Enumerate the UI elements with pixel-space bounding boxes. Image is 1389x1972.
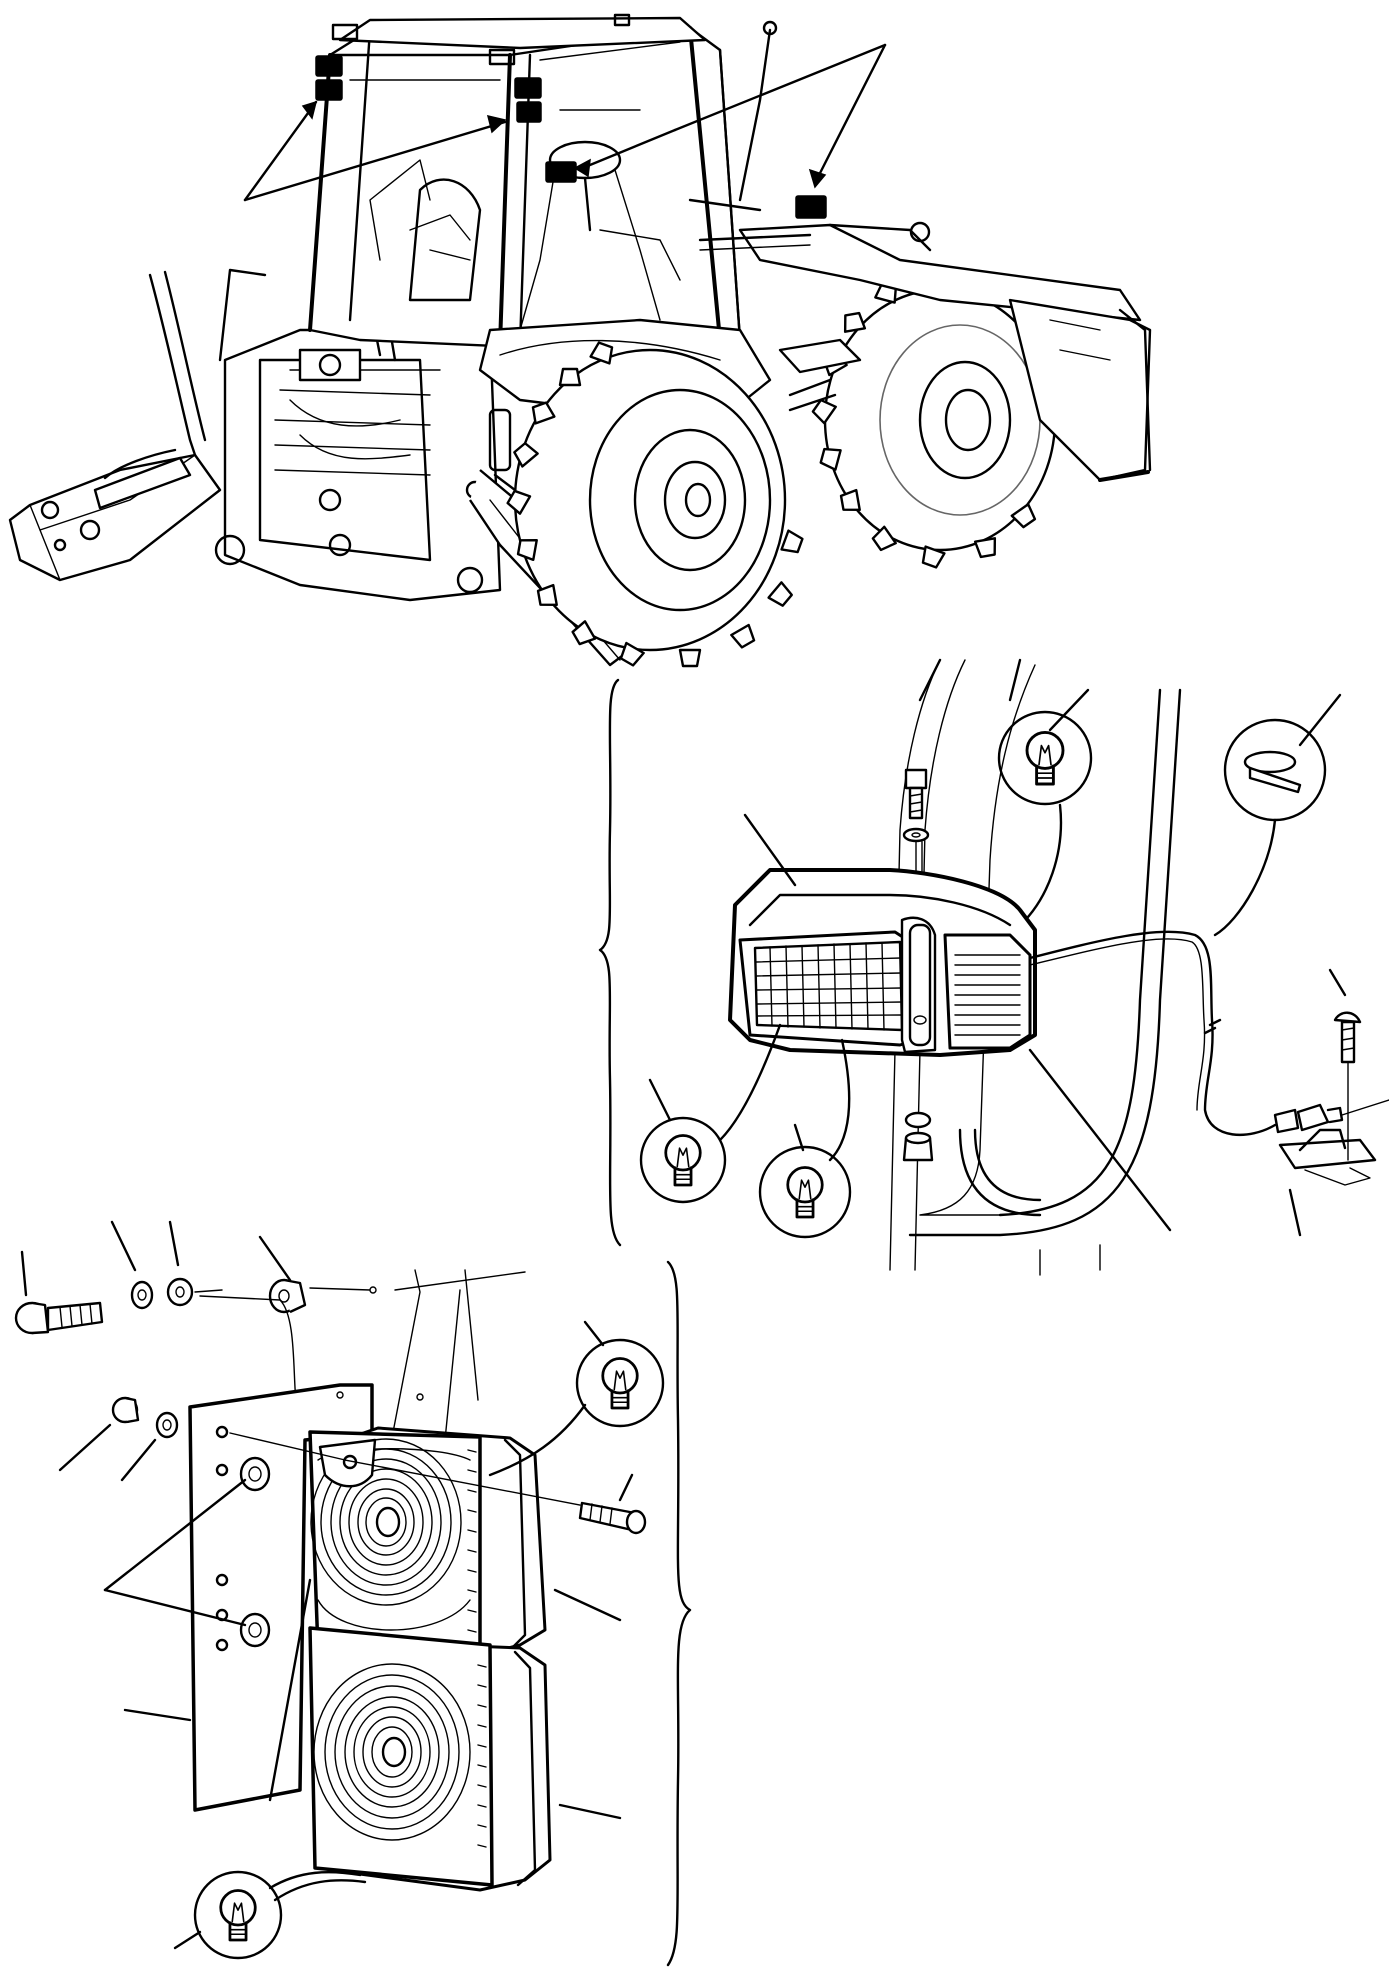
loader-arm-bucket — [698, 221, 1152, 482]
rear-wheel — [504, 340, 805, 669]
bulb-icon — [219, 1889, 257, 1942]
nut-icon — [111, 1396, 140, 1424]
rectangular-work-light-assembly — [598, 658, 1389, 1276]
light-front-left — [545, 161, 577, 183]
bulb-icon — [786, 1166, 824, 1219]
light-front-right — [795, 195, 827, 219]
washer-icon — [130, 1280, 154, 1310]
grommet-icon — [239, 1612, 271, 1648]
bulb-icon — [601, 1357, 639, 1410]
washer-icon — [904, 1111, 932, 1129]
washer-icon — [166, 1277, 194, 1307]
brace-bracket-1 — [598, 678, 622, 1247]
backhoe-loader-overview — [8, 13, 1152, 669]
clip-bracket — [1278, 1128, 1377, 1186]
cable-tie-icon — [1243, 750, 1302, 794]
rear-frame — [214, 268, 512, 602]
light-rear-right-upper — [514, 77, 542, 99]
work-lamp-upper — [308, 1426, 547, 1657]
cab-work-lights — [315, 55, 827, 219]
work-lamp — [728, 868, 1037, 1057]
screw-icon — [1333, 1011, 1362, 1064]
bulb-icon — [664, 1134, 702, 1187]
bolt-icon — [904, 768, 928, 820]
work-lamp-lower — [308, 1626, 552, 1892]
bolt-icon — [14, 1301, 104, 1335]
light-rear-left-lower — [315, 79, 343, 101]
nut-icon — [902, 1131, 934, 1162]
light-rear-left-upper — [315, 55, 343, 77]
bracket — [188, 1383, 374, 1812]
washer-icon — [902, 827, 930, 843]
callout-arrows — [243, 43, 887, 202]
grommet-icon — [268, 1278, 307, 1314]
brace-bracket-2 — [666, 1260, 692, 1967]
bulb-icon — [1025, 730, 1065, 786]
bolt-icon — [578, 1501, 647, 1535]
grommet-icon — [239, 1456, 271, 1492]
washer-icon — [155, 1411, 179, 1439]
connector-icon — [1273, 1099, 1389, 1134]
twin-work-light-bracket-assembly — [14, 1220, 692, 1967]
light-rear-right-lower — [516, 101, 542, 123]
backhoe-boom — [8, 270, 222, 582]
